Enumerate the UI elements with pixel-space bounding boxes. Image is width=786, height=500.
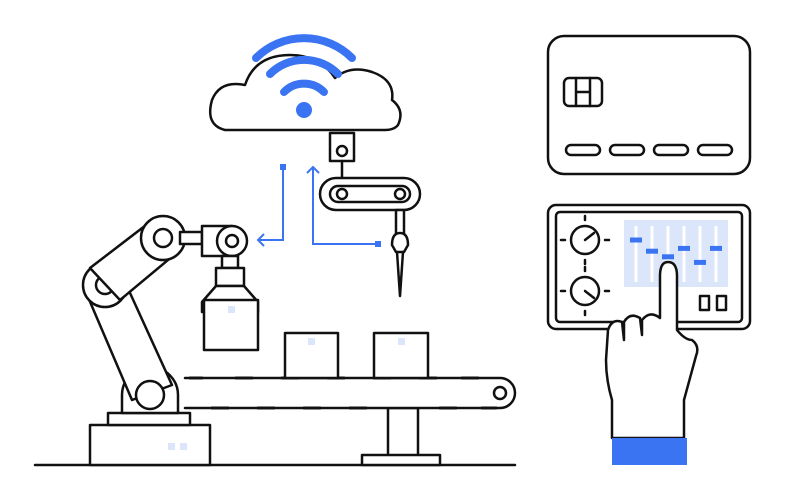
sleeve — [612, 438, 687, 465]
slider-knob — [678, 245, 690, 251]
slider-knob — [694, 259, 706, 265]
sliders — [630, 226, 722, 282]
slider-knob — [630, 237, 642, 243]
gauge-icon — [559, 214, 611, 266]
button — [715, 294, 728, 312]
control-panel — [546, 203, 752, 331]
button — [698, 294, 711, 312]
gauge-icon — [559, 265, 611, 317]
cloud-wifi-icon — [208, 34, 402, 132]
slider-knob — [662, 254, 674, 260]
data-flow-arrows — [256, 164, 381, 247]
industrial-robot-arm — [81, 214, 260, 467]
pointing-hand-icon — [604, 260, 699, 465]
slider-knob — [710, 245, 722, 251]
conveyor-belt — [183, 331, 517, 467]
slider-knob — [646, 248, 658, 254]
credit-card-icon — [546, 34, 752, 176]
hanging-robot-arm — [318, 131, 422, 298]
